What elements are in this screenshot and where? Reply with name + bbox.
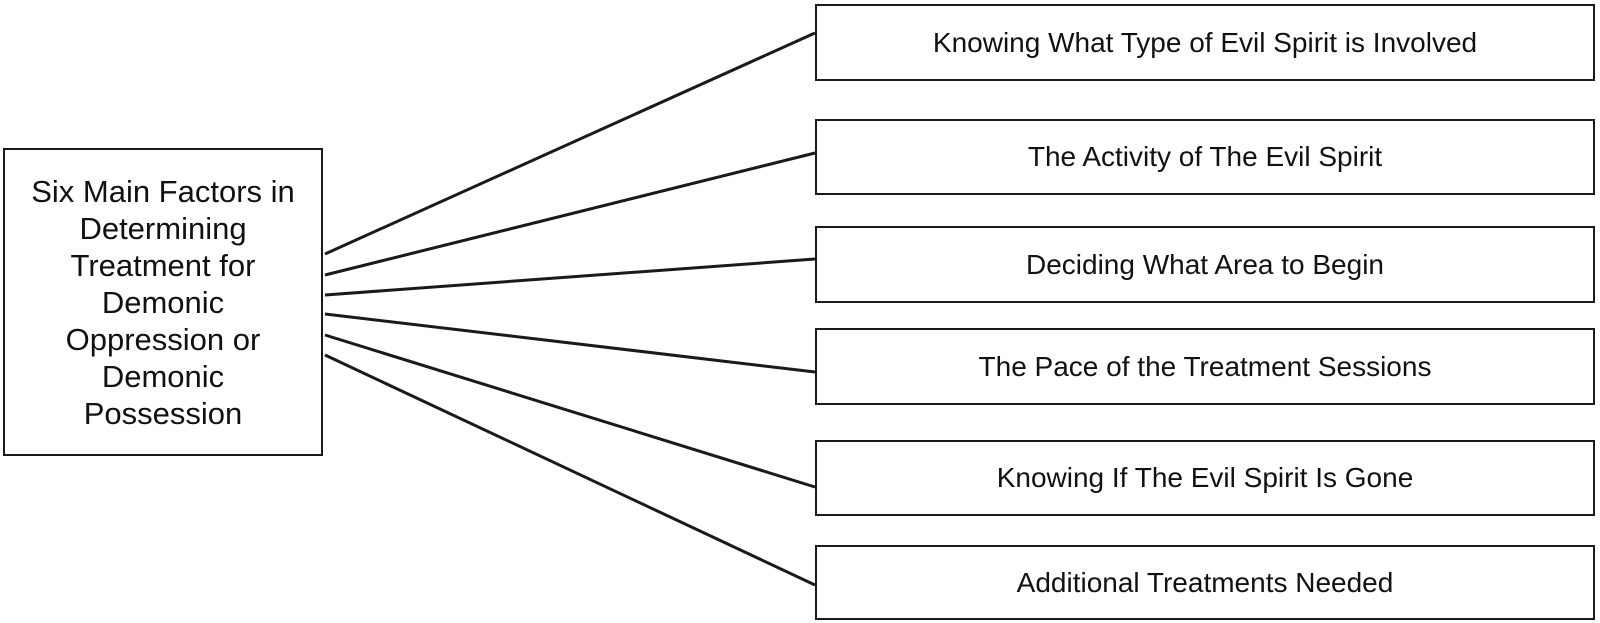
factor-label-session-pace: The Pace of the Treatment Sessions [978,350,1432,382]
main-factor-box: Six Main Factors in Determining Treatmen… [3,148,323,456]
factor-label-area-to-begin: Deciding What Area to Begin [1026,248,1384,280]
factor-box-evil-spirit-activity: The Activity of The Evil Spirit [815,119,1595,195]
factor-box-area-to-begin: Deciding What Area to Begin [815,226,1595,303]
connector-line-6 [324,353,816,587]
connector-line-1 [324,31,816,256]
connector-line-3 [324,257,816,297]
main-factor-label: Six Main Factors in Determining Treatmen… [31,173,295,431]
connector-line-5 [324,333,816,489]
factor-box-evil-spirit-gone: Knowing If The Evil Spirit Is Gone [815,440,1595,516]
factor-label-evil-spirit-type: Knowing What Type of Evil Spirit is Invo… [932,26,1478,58]
connector-line-4 [324,312,816,374]
factor-label-additional-treatments: Additional Treatments Needed [1016,566,1394,598]
factor-label-evil-spirit-activity: The Activity of The Evil Spirit [1027,141,1383,172]
factor-box-evil-spirit-type: Knowing What Type of Evil Spirit is Invo… [815,4,1595,81]
connector-line-2 [324,151,816,277]
factor-box-session-pace: The Pace of the Treatment Sessions [815,328,1595,405]
factor-label-evil-spirit-gone: Knowing If The Evil Spirit Is Gone [996,462,1414,493]
factor-box-additional-treatments: Additional Treatments Needed [815,545,1595,620]
